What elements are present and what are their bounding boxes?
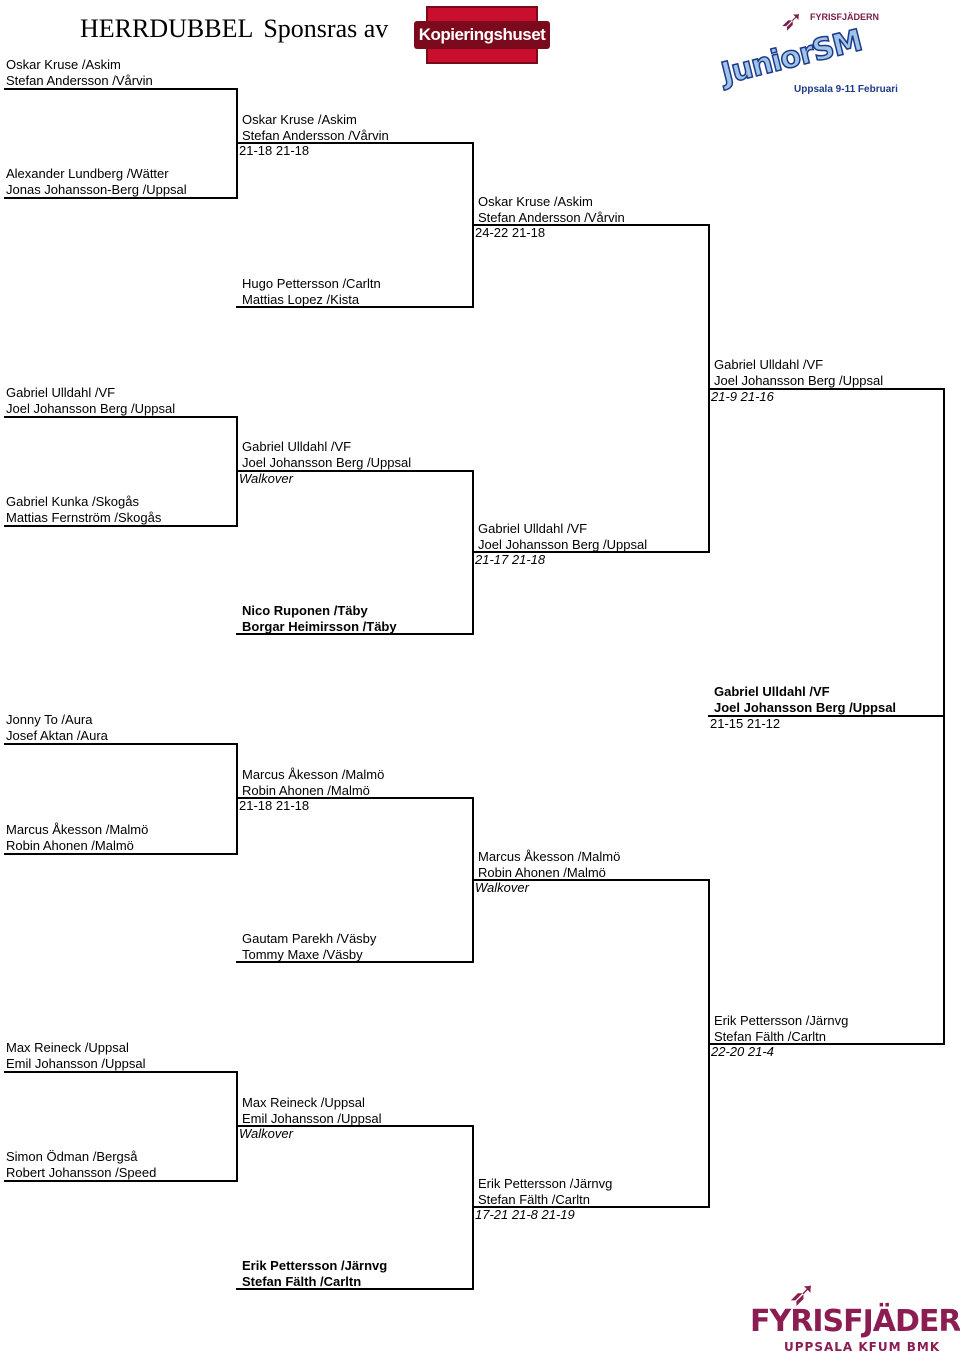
- r3-line-4: [472, 1206, 710, 1208]
- r2-line-6: [236, 961, 474, 963]
- r2-score-5: 21-18 21-18: [239, 798, 310, 813]
- r2-score-1: 21-18 21-18: [239, 143, 310, 158]
- r1-connector-3: [236, 743, 238, 855]
- r4-line-1: [708, 388, 945, 390]
- r2-score-3: Walkover: [239, 471, 293, 486]
- shuttlecock-icon: ➶: [780, 5, 804, 36]
- feather-icon: ➶: [788, 1275, 817, 1313]
- r4-line-2: [708, 1043, 945, 1045]
- title-sponsor: Sponsras av: [263, 14, 389, 43]
- r3-score-4: 17-21 21-8 21-19: [475, 1207, 575, 1222]
- r3-score-3: Walkover: [475, 880, 529, 895]
- r1-line-5: [4, 743, 238, 745]
- sponsor-logo: Kopieringshuset: [413, 6, 551, 64]
- r1-line-2: [4, 197, 238, 199]
- r3-line-3: [472, 879, 710, 881]
- r1-line-6: [4, 853, 238, 855]
- r1-line-7: [4, 1071, 238, 1073]
- r2-line-4: [236, 633, 474, 635]
- club-logo: ➶ FYRISFJÄDERN UPPSALA KFUM BMK: [750, 1275, 960, 1354]
- page-title: HERRDUBBEL Sponsras av: [80, 14, 388, 44]
- final-score: 21-15 21-12: [710, 716, 781, 731]
- final-line: [708, 715, 945, 717]
- r1-line-1: [4, 88, 238, 90]
- r4-score-1: 21-9 21-16: [711, 389, 774, 404]
- r2-line-3: [236, 470, 474, 472]
- r3-score-2: 21-17 21-18: [475, 552, 546, 567]
- r2-line-8: [236, 1288, 474, 1290]
- r1-line-8: [4, 1180, 238, 1182]
- r4-score-2: 22-20 21-4: [711, 1044, 774, 1059]
- r2-line-5: [236, 797, 474, 799]
- r2-line-2: [236, 306, 474, 308]
- r3-score-1: 24-22 21-18: [475, 225, 546, 240]
- r2-score-7: Walkover: [239, 1126, 293, 1141]
- r1-line-3: [4, 416, 238, 418]
- r2-line-7: [236, 1125, 474, 1127]
- r2-line-1: [236, 142, 474, 144]
- title-main: HERRDUBBEL: [80, 14, 254, 43]
- r1-line-4: [4, 525, 238, 527]
- r3-line-1: [472, 224, 710, 226]
- event-logo: ➶ FYRISFJÄDERN JuniorSM Uppsala 9-11 Feb…: [717, 5, 898, 95]
- r3-line-2: [472, 551, 710, 553]
